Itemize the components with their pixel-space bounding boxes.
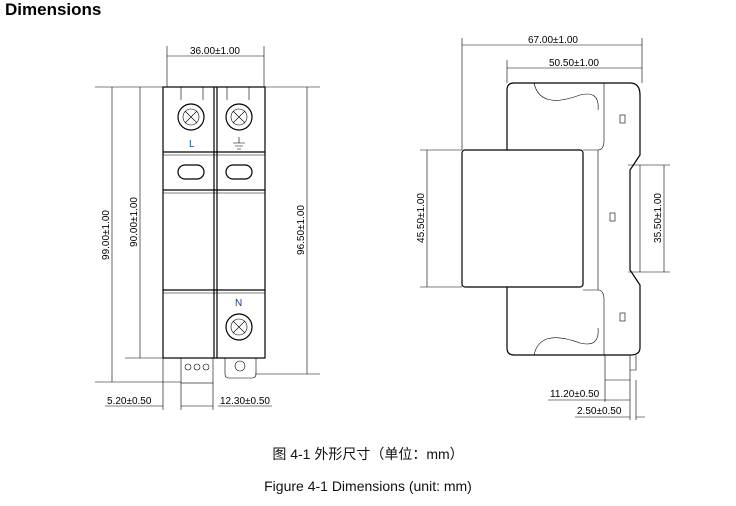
terminal-label-n: N bbox=[235, 298, 242, 309]
section-title: Dimensions bbox=[5, 0, 102, 19]
dim-clip-offset: 11.20±0.50 bbox=[550, 389, 600, 400]
terminal-screw-icon bbox=[177, 103, 205, 131]
dim-clip-thickness: 2.50±0.50 bbox=[577, 406, 622, 417]
dim-rail-width: 35.50±1.00 bbox=[653, 193, 664, 243]
ground-icon bbox=[233, 137, 245, 150]
front-view: L N 36.00±1.00 99.00±1.00 90.00±1.00 96.… bbox=[95, 46, 320, 410]
terminal-label-l: L bbox=[189, 139, 195, 150]
caption-english: Figure 4-1 Dimensions (unit: mm) bbox=[264, 478, 472, 494]
dim-terminal-offset: 12.30±0.50 bbox=[220, 396, 270, 407]
dim-depth-body: 50.50±1.00 bbox=[549, 58, 599, 69]
side-view: 67.00±1.00 50.50±1.00 45.50±1.00 35.50±1… bbox=[416, 35, 670, 420]
caption-chinese: 图 4-1 外形尺寸（单位：mm） bbox=[272, 446, 464, 462]
terminal-screw-icon bbox=[225, 313, 253, 341]
dim-offset-left: 5.20±0.50 bbox=[107, 396, 152, 407]
dim-height-total: 99.00±1.00 bbox=[101, 210, 112, 260]
dim-depth-total: 67.00±1.00 bbox=[528, 35, 578, 46]
dim-width: 36.00±1.00 bbox=[190, 46, 240, 57]
dim-height-body: 90.00±1.00 bbox=[129, 197, 140, 247]
dim-height-rail: 96.50±1.00 bbox=[296, 205, 307, 255]
dim-front-height: 45.50±1.00 bbox=[416, 193, 427, 243]
terminal-screw-icon bbox=[225, 103, 253, 131]
